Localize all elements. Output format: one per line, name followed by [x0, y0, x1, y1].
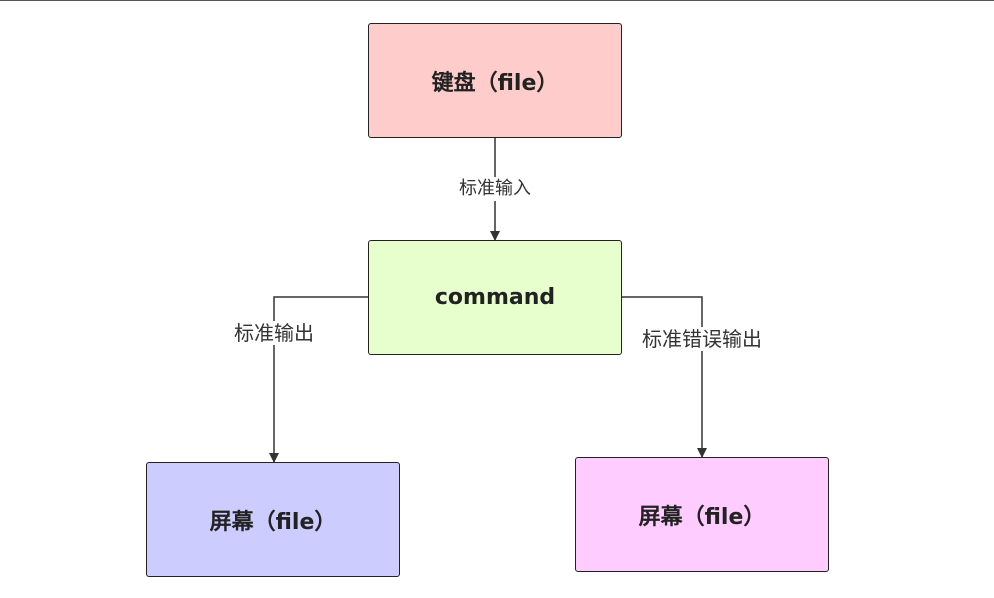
edge-stdout-label: 标准输出 [232, 321, 316, 345]
edge-stderr-label: 标准错误输出 [640, 327, 764, 351]
edge-stderr-line [622, 296, 707, 458]
node-screen-stderr-file[interactable]: 屏幕（file） [575, 457, 829, 572]
edge-stdin-label: 标准输入 [457, 177, 533, 201]
node-keyboard-label: 键盘（file） [431, 70, 559, 96]
node-command-label: command [434, 285, 556, 310]
node-screen-stderr-label: 屏幕（file） [638, 504, 766, 530]
node-keyboard-file[interactable]: 键盘（file） [368, 23, 622, 138]
node-screen-stdout-label: 屏幕（file） [209, 509, 337, 535]
node-screen-stdout-file[interactable]: 屏幕（file） [146, 462, 400, 577]
top-border-line [0, 0, 994, 1]
edge-stdout-line [269, 296, 368, 463]
node-command[interactable]: command [368, 240, 622, 355]
